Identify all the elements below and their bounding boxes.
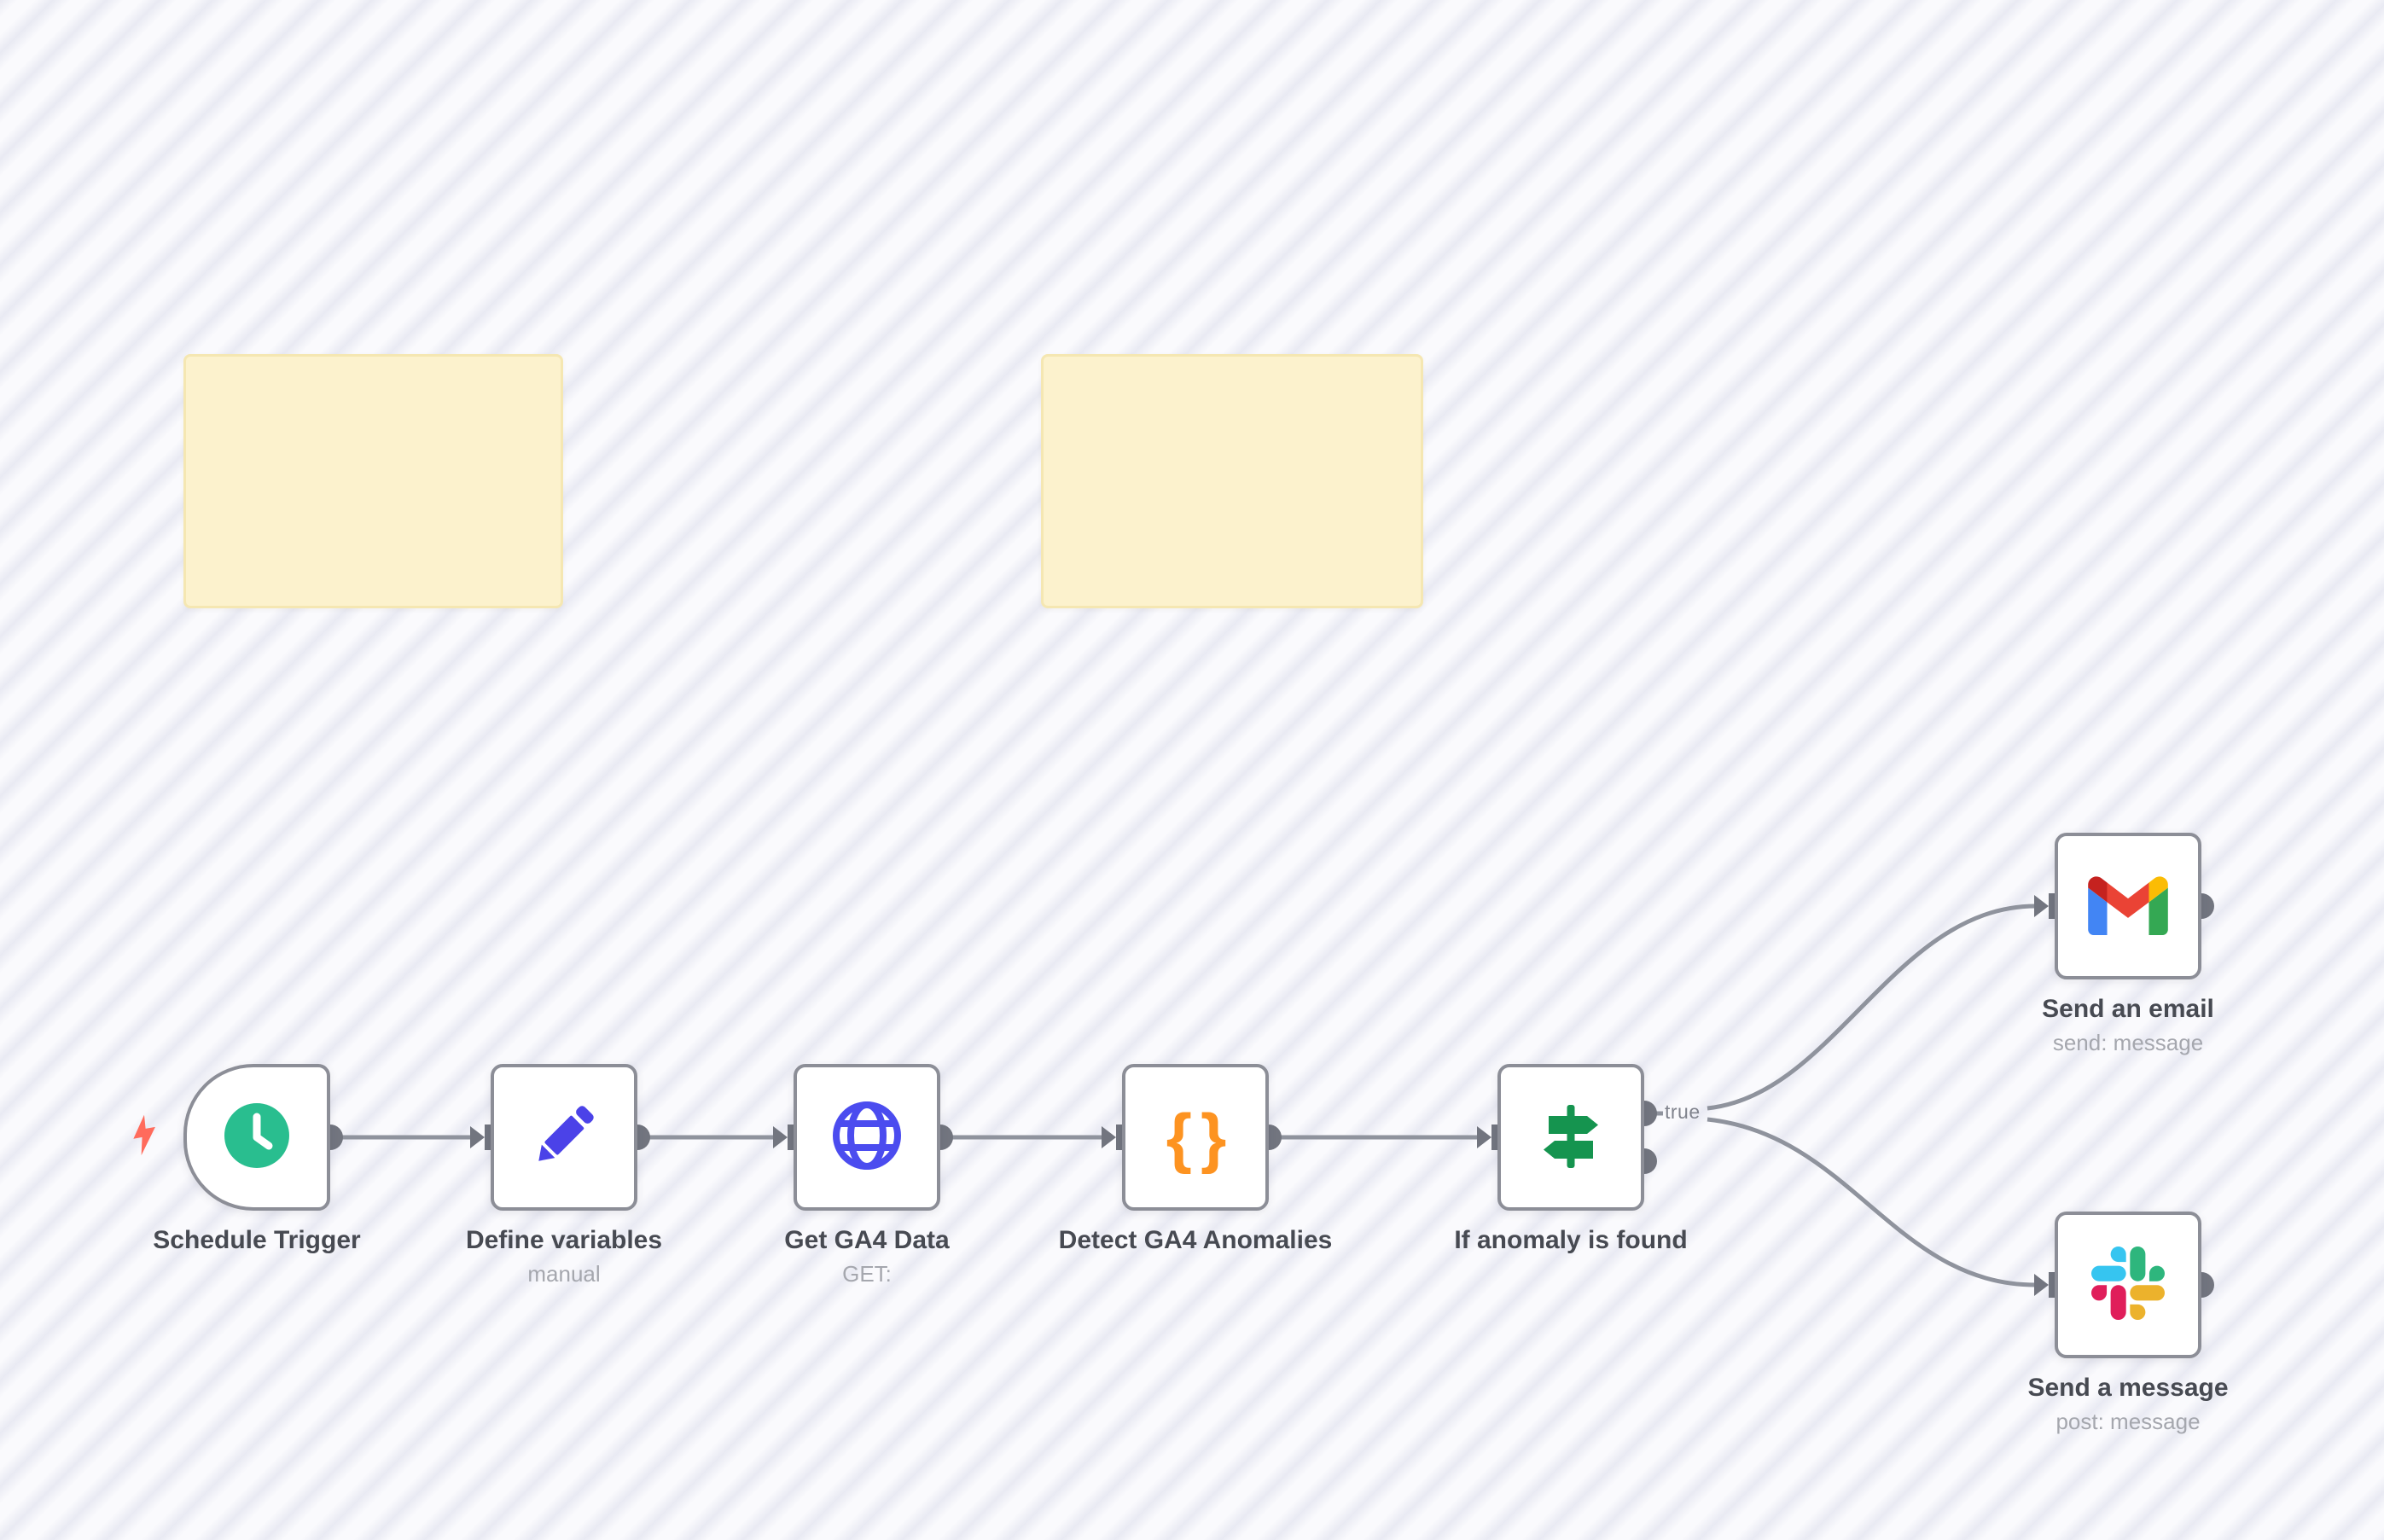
node-title: Schedule Trigger — [153, 1226, 361, 1254]
node-subtitle: GET: — [842, 1261, 892, 1287]
clock-icon — [216, 1095, 298, 1181]
node-send-an-email[interactable]: Send an email send: message — [2042, 833, 2214, 1056]
node-box-send-a-message[interactable] — [2055, 1212, 2201, 1358]
arrowhead-send-message — [2034, 1274, 2049, 1296]
node-title: If anomaly is found — [1454, 1226, 1688, 1254]
connection-label-true: true — [1665, 1101, 1701, 1123]
slack-icon — [2091, 1246, 2165, 1324]
arrowhead-send-email — [2034, 895, 2049, 917]
globe-icon — [826, 1095, 908, 1181]
node-box-get-ga4-data[interactable] — [794, 1064, 940, 1211]
node-box-if-anomaly-is-found[interactable] — [1497, 1064, 1644, 1211]
signpost-icon — [1530, 1095, 1612, 1181]
node-box-schedule-trigger[interactable] — [183, 1064, 330, 1211]
node-title: Get GA4 Data — [784, 1226, 950, 1254]
node-schedule-trigger[interactable]: Schedule Trigger — [153, 1064, 361, 1255]
code-braces-icon: {} — [1166, 1100, 1236, 1175]
gmail-icon — [2088, 874, 2168, 939]
node-get-ga4-data[interactable]: Get GA4 Data GET: — [784, 1064, 950, 1287]
node-title: Define variables — [465, 1226, 663, 1254]
arrowhead-get-ga4-data — [773, 1126, 788, 1148]
node-box-define-variables[interactable] — [491, 1064, 637, 1211]
wire-if-true-to-gmail — [1707, 904, 2037, 1111]
sticky-note-1[interactable] — [183, 354, 563, 608]
node-if-anomaly-is-found[interactable]: If anomaly is found — [1454, 1064, 1688, 1255]
node-title: Send a message — [2027, 1374, 2229, 1402]
node-subtitle: manual — [527, 1261, 601, 1287]
node-title: Send an email — [2042, 995, 2214, 1023]
lightning-bolt-icon — [125, 1113, 166, 1161]
node-define-variables[interactable]: Define variables manual — [466, 1064, 662, 1287]
node-send-a-message[interactable]: Send a message post: message — [2027, 1212, 2229, 1435]
node-subtitle: post: message — [2055, 1409, 2201, 1434]
node-subtitle: send: message — [2052, 1030, 2204, 1055]
node-detect-ga4-anomalies[interactable]: {} Detect GA4 Anomalies — [1059, 1064, 1332, 1255]
node-box-send-an-email[interactable] — [2055, 833, 2201, 979]
node-box-detect-ga4-anomalies[interactable]: {} — [1122, 1064, 1269, 1211]
arrowhead-detect-anomalies — [1102, 1126, 1116, 1148]
node-title: Detect GA4 Anomalies — [1058, 1226, 1333, 1254]
pencil-icon — [523, 1095, 605, 1181]
wire-if-true-to-slack — [1707, 1117, 2037, 1287]
arrowhead-if-anomaly — [1477, 1126, 1491, 1148]
sticky-note-2[interactable] — [1041, 354, 1423, 608]
arrowhead-define-variables — [470, 1126, 485, 1148]
